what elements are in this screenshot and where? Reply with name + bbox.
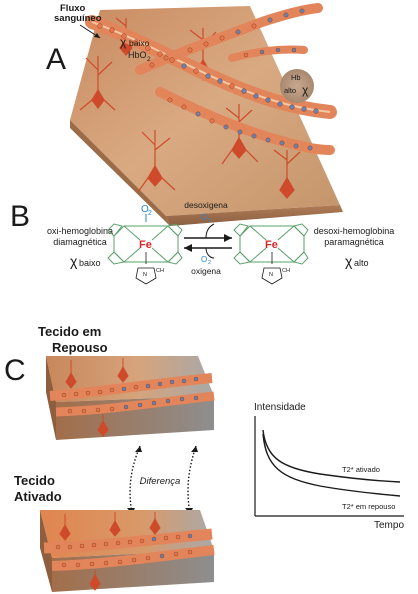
oxy-n-label: N xyxy=(143,272,147,278)
tissue-block-left xyxy=(70,120,170,226)
deoxy-chi-sub: alto xyxy=(354,258,369,268)
deoxy-heme-molecule: Fe N CH xyxy=(233,223,309,285)
oxy-ch3-label: CH xyxy=(156,268,164,274)
panel-c: C Tecido em Repouso xyxy=(4,324,404,592)
low-chi-sub: baixo xyxy=(129,38,150,48)
low-chi-symbol: χ xyxy=(120,35,127,49)
vessel-branch-upper xyxy=(135,3,323,75)
vessel-main-outline xyxy=(91,21,331,113)
released-o2-sub: 2 xyxy=(208,218,211,224)
neuron-cell xyxy=(137,130,176,193)
deoxygenate-label: desoxigena xyxy=(184,200,228,210)
hb-label: Hb xyxy=(291,73,301,82)
panel-a-letter: A xyxy=(46,43,66,76)
blood-vessels xyxy=(85,3,337,155)
oxy-heme-molecule: O 2 Fe N CH xyxy=(107,204,183,285)
curve-rest xyxy=(262,433,401,497)
oxy-chi-sub: baixo xyxy=(79,258,101,268)
released-o2-label: O xyxy=(201,213,207,222)
neurons xyxy=(79,17,301,199)
difference-label: Diferença xyxy=(140,476,181,487)
activated-tissue-block xyxy=(40,510,215,592)
plot-ylabel: Intensidade xyxy=(254,402,306,413)
oxy-o2-sub: 2 xyxy=(148,210,152,217)
hb-high-label: alto xyxy=(284,86,296,95)
active-label-line2: Ativado xyxy=(14,489,62,504)
hb-high-chi-badge xyxy=(280,69,314,103)
neuron-cell xyxy=(79,56,116,111)
deoxy-name-line2: paramagnética xyxy=(324,237,384,247)
flow-label-line1: Fluxo xyxy=(60,3,86,14)
oxy-o2-label: O xyxy=(141,204,149,215)
difference-arrows xyxy=(129,445,197,515)
rest-label-line2: Repouso xyxy=(52,340,108,355)
difference-arrow-head xyxy=(135,446,142,452)
vessel-branch-side xyxy=(228,45,308,62)
flow-arrow-head xyxy=(94,33,100,38)
oxy-name-line2: diamagnética xyxy=(53,237,107,247)
curve-rest-label: T2* em repouso xyxy=(342,502,395,511)
panel-b-letter: B xyxy=(10,200,30,233)
panel-a: A xyxy=(46,3,343,226)
oxy-fe-label: Fe xyxy=(139,239,152,251)
deoxy-name-line1: desoxi-hemoglobina xyxy=(314,226,395,236)
oxy-name-line1: oxi-hemoglobina xyxy=(47,226,113,236)
flow-label-line2: sanguíneo xyxy=(54,13,102,24)
hbo2-label: HbO xyxy=(128,50,147,60)
t2-decay-plot: Intensidade T2* ativado T2* em repouso T… xyxy=(254,402,404,531)
bound-o2-label: O xyxy=(201,255,207,264)
vessel-branch-lower xyxy=(155,87,335,155)
active-label-line1: Tecido xyxy=(14,473,55,488)
panel-b: B oxi-hemoglobina diamagnética χ baixo O… xyxy=(10,200,395,285)
hbo2-sub: 2 xyxy=(147,56,151,63)
deoxy-ch3-label: CH xyxy=(282,268,290,274)
oxy-chi: χ xyxy=(70,253,78,269)
plot-xlabel: Tempo xyxy=(374,520,404,531)
curve-active xyxy=(262,429,401,483)
bound-o2-sub: 2 xyxy=(208,260,211,266)
deoxy-chi: χ xyxy=(345,253,353,269)
panel-c-letter: C xyxy=(4,354,26,387)
tissue-block-side xyxy=(166,205,343,226)
oxygenate-label: oxigena xyxy=(191,266,221,276)
difference-arrow-head xyxy=(191,446,198,452)
curve-active-label: T2* ativado xyxy=(342,465,380,474)
deoxy-fe-label: Fe xyxy=(265,239,278,251)
high-chi-symbol: χ xyxy=(302,83,309,97)
rest-label-line1: Tecido em xyxy=(38,324,101,339)
resting-tissue-block xyxy=(46,356,215,440)
neuron-cell xyxy=(273,149,301,199)
red-blood-cells xyxy=(97,8,319,151)
equilibrium-arrows: desoxigena O 2 O 2 oxigena xyxy=(184,200,232,276)
deoxy-n-label: N xyxy=(269,272,273,278)
